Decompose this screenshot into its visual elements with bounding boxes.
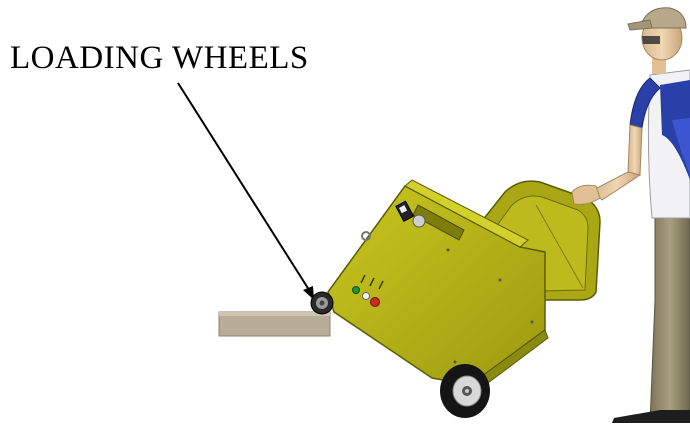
- eye-bolt: [361, 231, 371, 241]
- red-button-icon: [370, 297, 380, 307]
- loading-wheel-icon: [310, 291, 334, 315]
- green-button-icon: [352, 286, 360, 294]
- operator-cap: [641, 7, 687, 29]
- callout-arrow: [177, 82, 314, 300]
- main-wheel-icon: [440, 364, 490, 418]
- operator-legs: [649, 213, 690, 424]
- loading-wheels-callout: LOADING WHEELS: [10, 40, 309, 76]
- operator-figure: [571, 7, 690, 424]
- white-button-icon: [362, 292, 370, 300]
- loading-ledge: [218, 311, 331, 337]
- handle-slot: [412, 204, 465, 241]
- operator-hand: [571, 184, 601, 205]
- machine-cart: [327, 179, 601, 393]
- cable-gland: [412, 214, 426, 228]
